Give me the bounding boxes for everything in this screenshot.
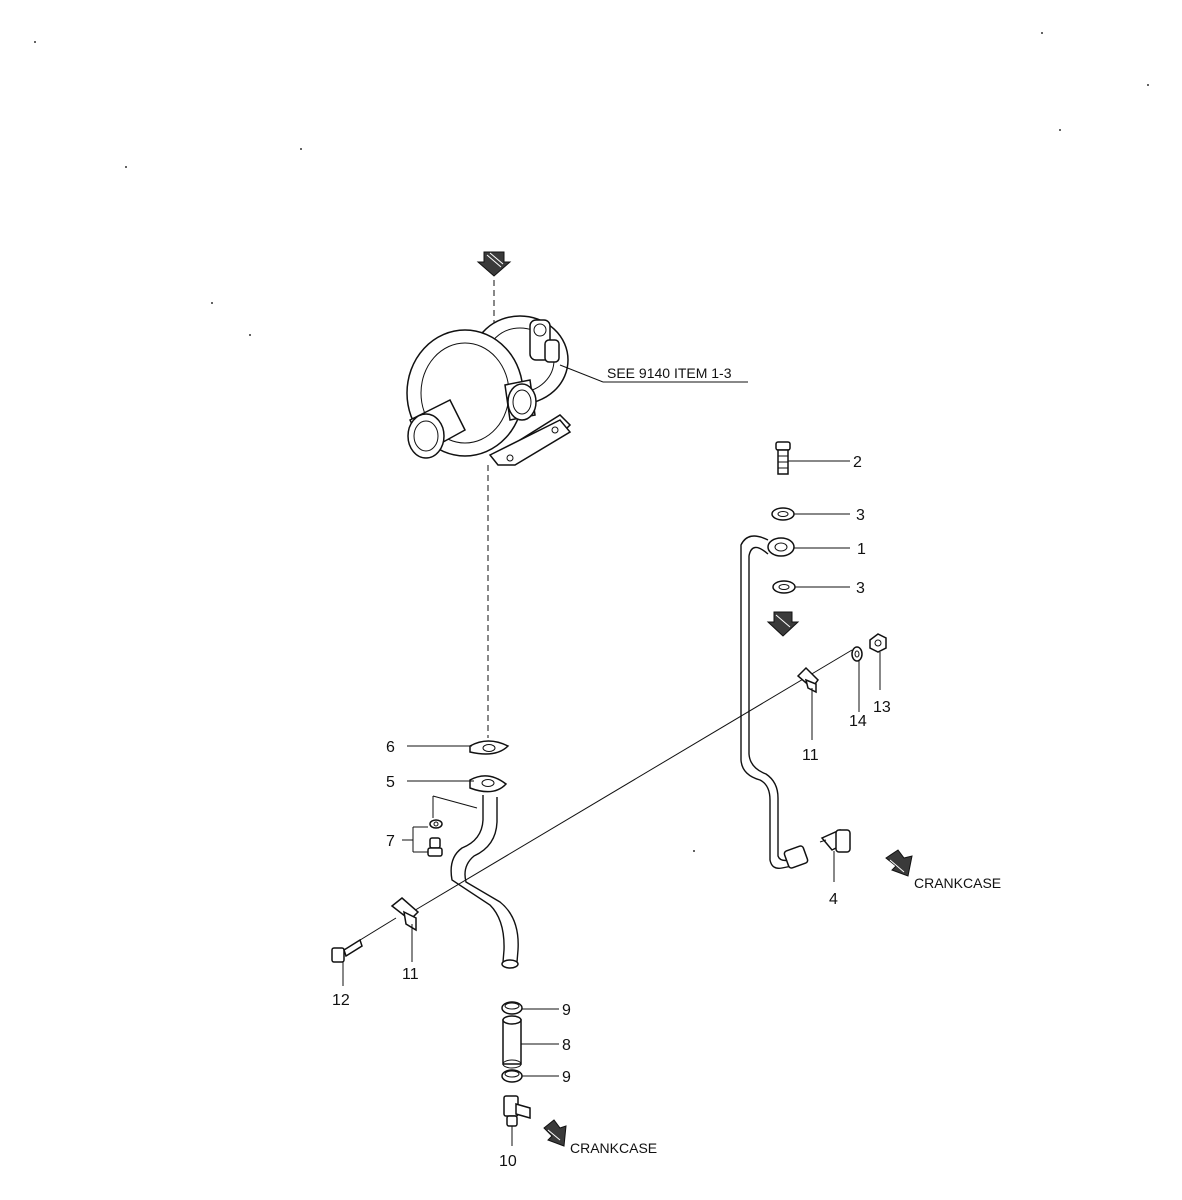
flow-arrow-top-icon	[476, 251, 512, 277]
see-reference-note: SEE 9140 ITEM 1-3	[607, 365, 732, 381]
clip-item-11-upper	[796, 666, 819, 694]
clamp-item-9-upper	[501, 1001, 523, 1015]
callout-8: 8	[562, 1037, 571, 1054]
gasket-item-6	[469, 740, 510, 755]
callout-9-lower: 9	[562, 1069, 571, 1086]
crankcase-arrow-bottom-icon	[543, 1119, 567, 1147]
washer-item-14	[851, 646, 863, 662]
scan-specks	[34, 32, 1149, 852]
oil-feed-pipe-item-1	[740, 535, 809, 870]
clamp-item-9-lower	[501, 1069, 523, 1083]
callout-7: 7	[386, 833, 395, 850]
callout-2: 2	[853, 454, 862, 471]
elbow-fitting-item-10	[503, 1095, 531, 1127]
nut-item-13	[869, 633, 887, 653]
crankcase-arrow-right-icon	[885, 849, 913, 877]
callout-1: 1	[857, 541, 866, 558]
clip-item-11-lower	[390, 897, 420, 932]
callout-13: 13	[873, 699, 891, 716]
callout-9-upper: 9	[562, 1002, 571, 1019]
washer-item-3-upper	[771, 507, 795, 521]
callout-14: 14	[849, 713, 867, 730]
crankcase-label-right: CRANKCASE	[914, 875, 1001, 891]
callout-12: 12	[332, 992, 350, 1009]
callout-4: 4	[829, 891, 838, 908]
turbo-leader	[559, 364, 604, 383]
callout-3-lower: 3	[856, 580, 865, 597]
hose-item-8	[502, 1015, 522, 1069]
banjo-bolt-item-2	[775, 441, 791, 475]
flow-arrow-middle-icon	[766, 611, 800, 637]
bolt-item-12	[331, 938, 363, 963]
callout-11-lower: 11	[402, 966, 419, 983]
turbocharger	[406, 315, 572, 466]
elbow-fitting-item-4	[819, 829, 851, 853]
callout-10: 10	[499, 1153, 517, 1170]
washer-item-3-lower	[772, 580, 796, 594]
callout-6: 6	[386, 739, 395, 756]
clip-alignment-line	[411, 649, 853, 913]
stud-washer-item-7	[427, 795, 478, 857]
callout-5: 5	[386, 774, 395, 791]
callout-3-upper: 3	[856, 507, 865, 524]
callout-11-upper: 11	[802, 747, 819, 764]
crankcase-label-bottom: CRANKCASE	[570, 1140, 657, 1156]
return-pipe-item-5	[450, 775, 519, 969]
